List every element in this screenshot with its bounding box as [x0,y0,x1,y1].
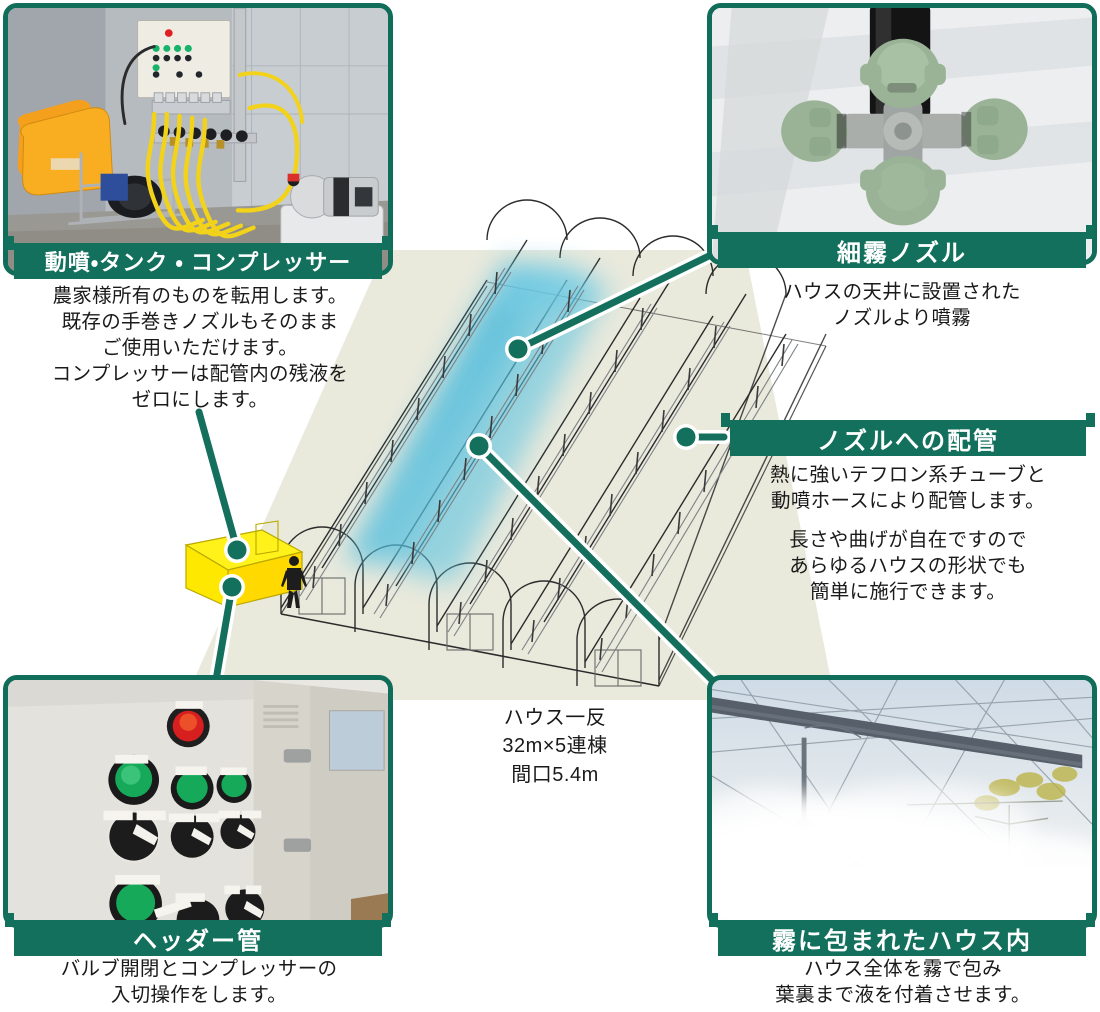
banner-wrap-header-pipe: ヘッダー管 [5,913,391,956]
connector-nozzle [505,246,722,362]
banner-label-header-pipe: ヘッダー管 [5,913,391,956]
nozzle-droppers [312,271,785,661]
banner-label-piping: ノズルへの配管 [721,413,1095,456]
banner-wrap-nozzle: 細霧ノズル [709,225,1095,268]
banner-label-nozzle: 細霧ノズル [709,225,1095,268]
mist-cloud [345,262,610,584]
banner-wrap-misted-greenhouse: 霧に包まれたハウス内 [709,913,1095,956]
caption-nozzle: ハウスの天井に設置された ノズルより噴霧 [783,281,1021,329]
banner-label-sprayer: 動噴・タンク ・ コンプレッサー [5,236,391,279]
caption-misted-greenhouse: ハウス全体を霧で包み 葉裏まで液を付着させます。 [775,958,1031,1006]
panel-misted-greenhouse[interactable] [707,675,1097,928]
panel-header-pipe[interactable] [3,675,393,928]
nozzle-pipe-runs [299,267,799,673]
caption-piping-2: 長さや曲げが自在ですので あらゆるハウスの形状でも 簡単に施行できます。 [789,529,1027,603]
banner-label-misted-greenhouse: 霧に包まれたハウス内 [709,913,1095,956]
caption-header-pipe: バルブ開閉とコンプレッサーの 入切操作をします。 [60,958,338,1006]
greenhouse-doors [298,577,642,687]
person-figure [281,556,307,608]
connector-sprayer [192,405,250,563]
connector-mist [466,433,721,689]
panel-fine-mist-nozzle[interactable] [707,3,1097,265]
greenhouse-spec-note: ハウス一反 32m×5連棟 間口5.4m [502,707,608,786]
caption-piping-1: 熱に強いテフロン系チューブと 動噴ホースにより配管します。 [769,464,1047,512]
caption-sprayer: 農家様所有のものを転用します。 既存の手巻きノズルもそのまま ご使用いただけます… [51,285,349,411]
connector-piping [673,424,731,450]
connector-header [209,574,245,687]
banner-wrap-piping: ノズルへの配管 [721,413,1095,456]
banner-wrap-sprayer: 動噴・タンク ・ コンプレッサー [5,236,391,279]
